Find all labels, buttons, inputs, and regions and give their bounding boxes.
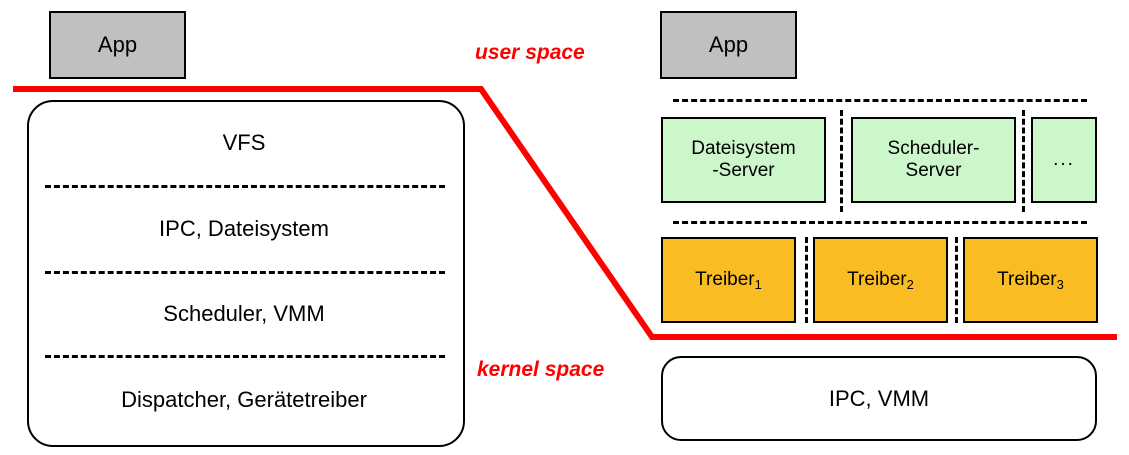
left-app-label: App: [97, 32, 138, 58]
microkernel-label: IPC, VMM: [828, 385, 930, 411]
server-box-filesystem-line1: Dateisystem: [691, 138, 796, 160]
driver-separator-2: [955, 237, 958, 323]
server-box-scheduler-line2: Server: [905, 160, 962, 181]
driver-box-3-label: Treiber3: [997, 269, 1064, 292]
driver-box-3: Treiber3: [963, 237, 1098, 323]
server-box-more-label: ...: [1053, 149, 1075, 171]
kernel-divider-3: [45, 355, 445, 358]
server-box-scheduler: Scheduler- Server: [851, 117, 1016, 203]
driver-box-2: Treiber2: [813, 237, 948, 323]
kernel-layer-ipc-fs: IPC, Dateisystem: [27, 186, 461, 271]
server-band-bottom-divider: [673, 221, 1087, 224]
server-box-filesystem-line2: -Server: [712, 160, 775, 181]
driver-separator-1: [805, 237, 808, 323]
kernel-layer-scheduler-vmm-label: Scheduler, VMM: [163, 300, 325, 326]
kernel-layer-dispatcher-drivers: Dispatcher, Gerätetreiber: [27, 356, 461, 443]
server-box-more: ...: [1031, 117, 1097, 203]
user-space-label: user space: [475, 41, 585, 64]
right-app-label: App: [708, 32, 749, 58]
microkernel-box: IPC, VMM: [661, 356, 1097, 441]
kernel-layer-vfs-label: VFS: [222, 129, 266, 155]
kernel-space-label: kernel space: [477, 358, 605, 381]
left-app-box: App: [49, 11, 186, 79]
right-app-box: App: [660, 11, 797, 79]
driver-box-2-label: Treiber2: [847, 269, 914, 292]
server-box-scheduler-line1: Scheduler-: [887, 138, 980, 160]
driver-box-1: Treiber1: [661, 237, 796, 323]
server-separator-1: [840, 110, 843, 212]
kernel-layer-ipc-fs-label: IPC, Dateisystem: [159, 215, 329, 241]
kernel-layer-dispatcher-drivers-label: Dispatcher, Gerätetreiber: [121, 386, 367, 412]
server-separator-2: [1022, 110, 1025, 212]
server-box-filesystem: Dateisystem -Server: [661, 117, 826, 203]
kernel-layer-vfs: VFS: [27, 100, 461, 185]
server-band-top-divider: [673, 99, 1087, 102]
kernel-layer-scheduler-vmm: Scheduler, VMM: [27, 272, 461, 355]
driver-box-1-label: Treiber1: [695, 269, 762, 292]
